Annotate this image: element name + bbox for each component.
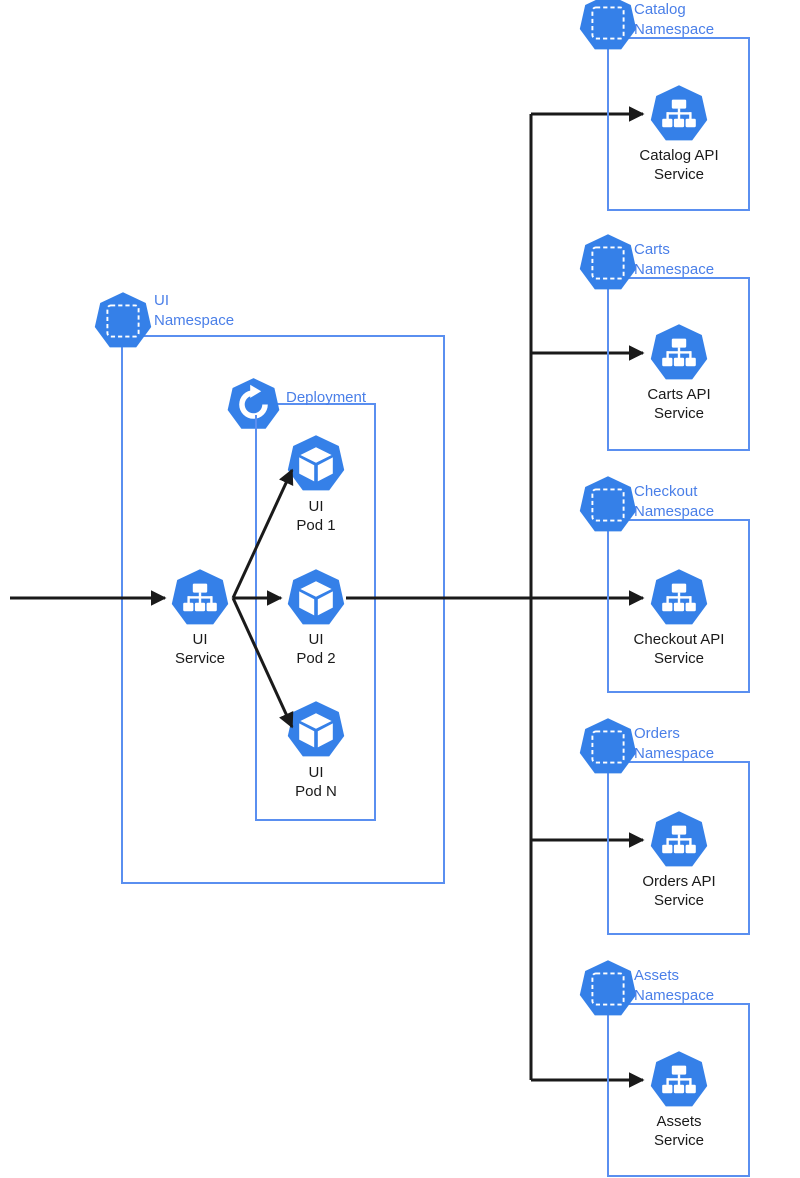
checkout-namespace-group: Checkout Namespace Checkout API Service (579, 476, 750, 693)
deployment-box (255, 403, 376, 821)
service-to-pod-n-arrow (231, 597, 294, 729)
orders-api-service-label-line1: Orders API (642, 873, 715, 890)
checkout-namespace-box (607, 519, 750, 693)
namespace-icon (579, 718, 637, 774)
assets-service-label-line1: Assets (656, 1113, 701, 1130)
checkout-api-service-icon (650, 569, 708, 625)
ui-service-label-line2: Service (175, 650, 225, 667)
service-to-pod-1-arrow (231, 468, 294, 599)
assets-namespace-label-line1: Assets (634, 967, 679, 984)
orders-namespace-group: Orders Namespace Orders API Service (579, 718, 750, 935)
ui-namespace-label-line2: Namespace (154, 312, 234, 329)
flow-arrows-ui (10, 468, 294, 729)
catalog-api-service-label-line2: Service (654, 166, 704, 183)
ui-service-label-line1: UI (193, 631, 208, 648)
checkout-namespace-label-line1: Checkout (634, 483, 698, 500)
checkout-api-service-label-line2: Service (654, 650, 704, 667)
api-trunk-bus (346, 106, 645, 1088)
catalog-api-service-label-line1: Catalog API (639, 147, 718, 164)
ui-namespace-label-line1: UI (154, 292, 169, 309)
namespace-icon (579, 234, 637, 290)
ui-pod-1-icon (287, 435, 345, 491)
catalog-api-service-icon (650, 85, 708, 141)
namespace-icon (94, 292, 152, 348)
catalog-namespace-label-line1: Catalog (634, 1, 686, 18)
catalog-namespace-group: Catalog Namespace Catalog API Service (579, 0, 750, 211)
ui-pod-n-label-line2: Pod N (295, 783, 337, 800)
namespace-icon (579, 0, 637, 50)
carts-api-service-label-line2: Service (654, 405, 704, 422)
carts-namespace-group: Carts Namespace Carts API Service (579, 234, 750, 451)
ui-pod-2-icon (287, 569, 345, 625)
orders-api-service-label-line2: Service (654, 892, 704, 909)
checkout-namespace-label-line2: Namespace (634, 503, 714, 520)
ui-pod-n-icon (287, 701, 345, 757)
deployment-icon (227, 378, 280, 429)
carts-namespace-label-line1: Carts (634, 241, 670, 258)
namespace-icon (579, 960, 637, 1016)
carts-namespace-label-line2: Namespace (634, 261, 714, 278)
ui-namespace-group: UI Namespace Deployment (94, 292, 445, 884)
orders-api-service-icon (650, 811, 708, 867)
assets-namespace-box (607, 1003, 750, 1177)
carts-api-service-label-line1: Carts API (647, 386, 710, 403)
assets-service-label-line2: Service (654, 1132, 704, 1149)
ui-service-icon (171, 569, 229, 625)
deployment-label: Deployment (286, 389, 367, 406)
namespace-icon (579, 476, 637, 532)
assets-namespace-label-line2: Namespace (634, 987, 714, 1004)
ui-pod-2-label-line1: UI (309, 631, 324, 648)
carts-namespace-box (607, 277, 750, 451)
orders-namespace-box (607, 761, 750, 935)
ui-pod-1-label-line1: UI (309, 498, 324, 515)
ui-pod-n-label-line1: UI (309, 764, 324, 781)
orders-namespace-label-line2: Namespace (634, 745, 714, 762)
catalog-namespace-label-line2: Namespace (634, 21, 714, 38)
ui-namespace-box (121, 335, 445, 884)
orders-namespace-label-line1: Orders (634, 725, 680, 742)
ui-pod-1-label-line2: Pod 1 (296, 517, 335, 534)
assets-namespace-group: Assets Namespace Assets Service (579, 960, 750, 1177)
assets-service-icon (650, 1051, 708, 1107)
ui-pod-2-label-line2: Pod 2 (296, 650, 335, 667)
carts-api-service-icon (650, 324, 708, 380)
checkout-api-service-label-line1: Checkout API (634, 631, 725, 648)
catalog-namespace-box (607, 37, 750, 211)
